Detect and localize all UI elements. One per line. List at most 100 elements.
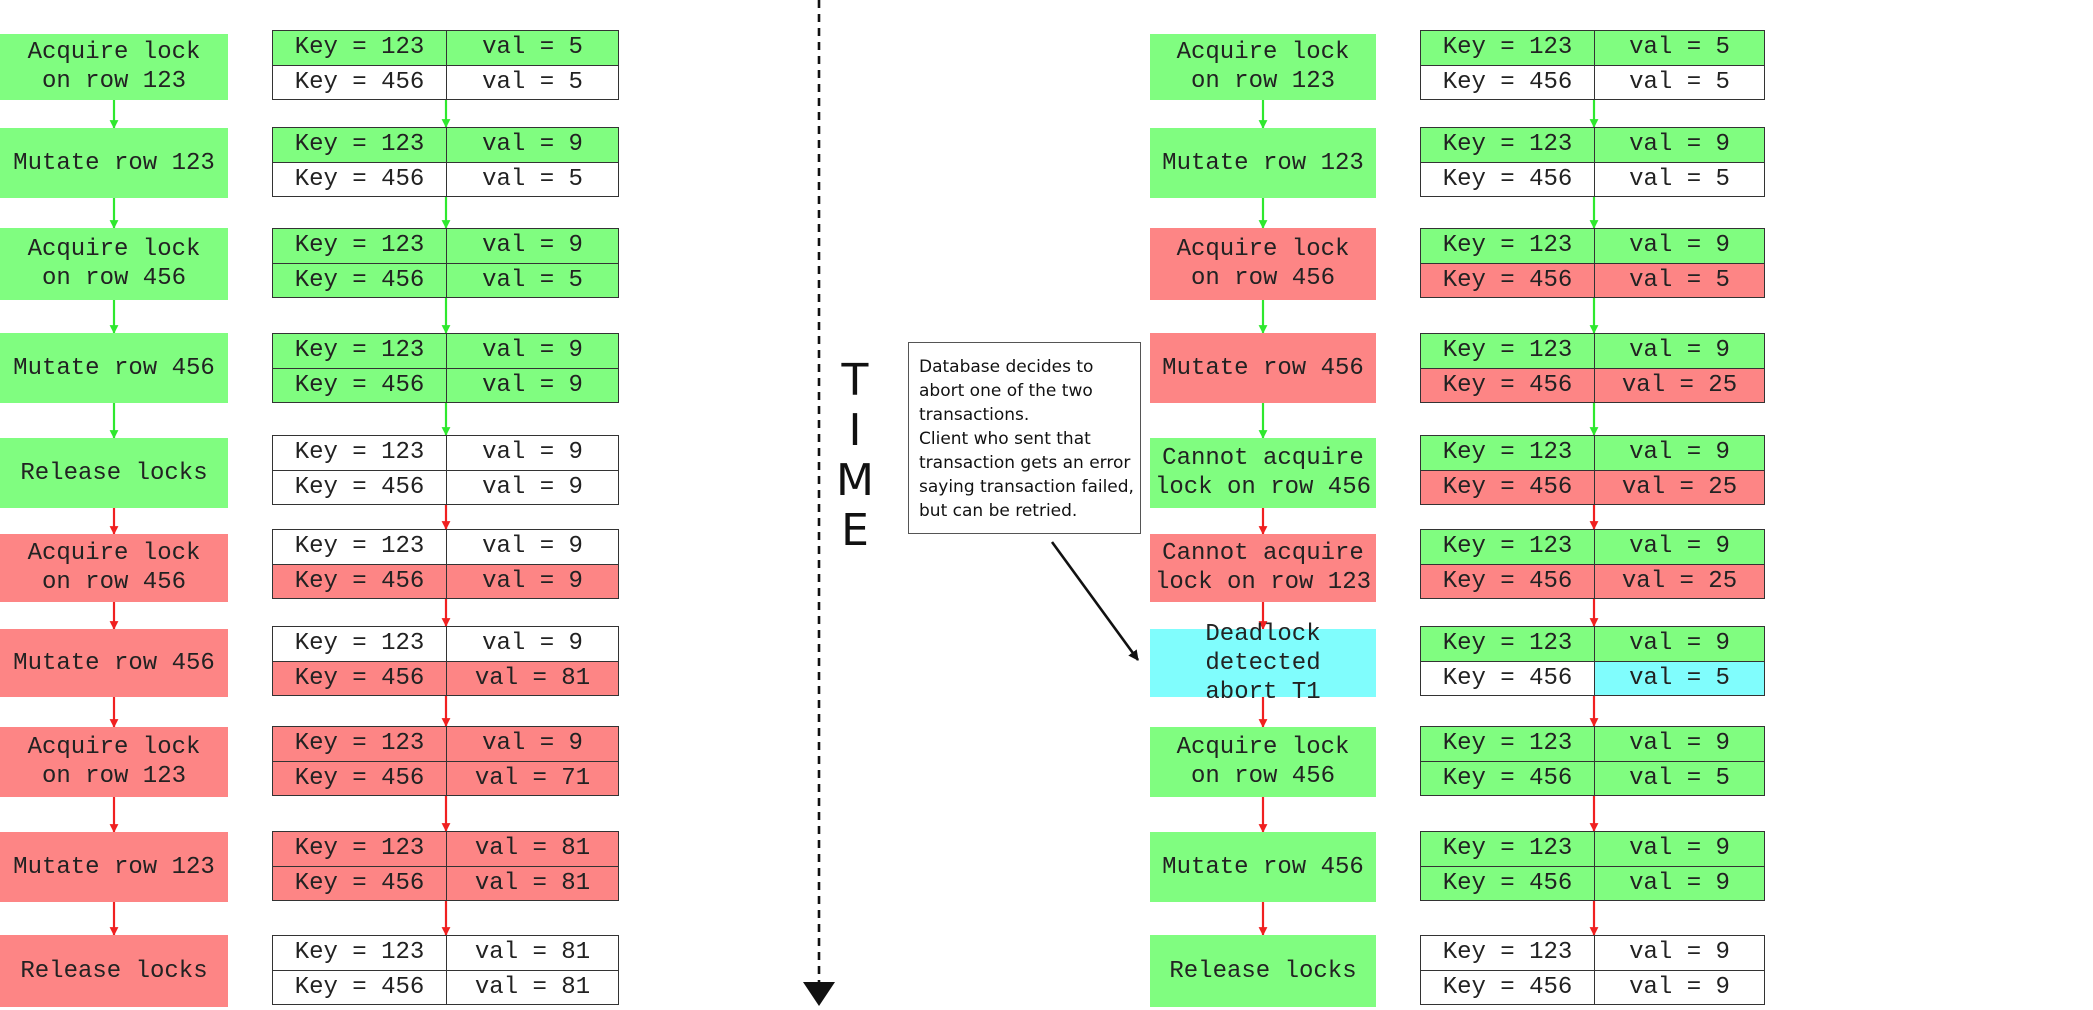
note-line: abort one of the two — [919, 381, 1093, 401]
right-step-box: Cannot acquire lock on row 123 — [1150, 534, 1376, 602]
left-step-box: Mutate row 456 — [0, 629, 228, 697]
key-cell: Key = 123 — [1421, 229, 1595, 263]
key-cell: Key = 456 — [1421, 761, 1595, 795]
right-step-box: Release locks — [1150, 935, 1376, 1007]
right-step-box: Acquire lock on row 456 — [1150, 727, 1376, 797]
key-cell: Key = 456 — [273, 368, 447, 402]
key-cell: Key = 123 — [273, 436, 447, 470]
value-cell: val = 5 — [1595, 661, 1764, 695]
key-cell: Key = 456 — [1421, 470, 1595, 504]
value-cell: val = 9 — [447, 530, 618, 564]
value-cell: val = 9 — [1595, 627, 1764, 661]
key-cell: Key = 456 — [273, 263, 447, 297]
value-cell: val = 81 — [447, 832, 618, 866]
key-cell: Key = 456 — [1421, 661, 1595, 695]
value-cell: val = 5 — [447, 263, 618, 297]
key-cell: Key = 456 — [273, 470, 447, 504]
value-cell: val = 9 — [1595, 832, 1764, 866]
value-cell: val = 81 — [447, 936, 618, 970]
value-cell: val = 5 — [447, 31, 618, 65]
value-cell: val = 9 — [447, 229, 618, 263]
value-cell: val = 25 — [1595, 368, 1764, 402]
right-step-box: Mutate row 456 — [1150, 832, 1376, 902]
note-line: transaction gets an error — [919, 453, 1131, 473]
key-cell: Key = 123 — [273, 832, 447, 866]
value-cell: val = 81 — [447, 661, 618, 695]
right-step-box: Mutate row 456 — [1150, 333, 1376, 403]
value-cell: val = 5 — [1595, 761, 1764, 795]
value-cell: val = 9 — [1595, 334, 1764, 368]
value-cell: val = 81 — [447, 970, 618, 1004]
time-letter-m: M — [836, 455, 874, 506]
value-cell: val = 9 — [447, 627, 618, 661]
left-step-box: Release locks — [0, 935, 228, 1007]
value-cell: val = 9 — [1595, 866, 1764, 900]
key-cell: Key = 456 — [273, 866, 447, 900]
value-cell: val = 25 — [1595, 470, 1764, 504]
value-cell: val = 5 — [447, 162, 618, 196]
key-cell: Key = 456 — [273, 970, 447, 1004]
value-cell: val = 9 — [1595, 530, 1764, 564]
value-cell: val = 9 — [1595, 128, 1764, 162]
value-cell: val = 25 — [1595, 564, 1764, 598]
time-letter-e: E — [841, 505, 869, 556]
key-cell: Key = 123 — [1421, 936, 1595, 970]
key-cell: Key = 456 — [1421, 65, 1595, 99]
right-step-box: Acquire lock on row 123 — [1150, 34, 1376, 100]
time-axis-arrowhead — [803, 982, 835, 1006]
left-step-box: Release locks — [0, 438, 228, 508]
value-cell: val = 5 — [1595, 65, 1764, 99]
value-cell: val = 9 — [447, 727, 618, 761]
left-step-box: Mutate row 123 — [0, 128, 228, 198]
note-line: but can be retried. — [919, 501, 1078, 521]
value-cell: val = 9 — [447, 564, 618, 598]
time-letter-i: I — [848, 405, 862, 456]
key-cell: Key = 123 — [1421, 436, 1595, 470]
value-cell: val = 9 — [1595, 936, 1764, 970]
value-cell: val = 9 — [447, 436, 618, 470]
key-cell: Key = 123 — [1421, 334, 1595, 368]
callout-arrow — [1050, 541, 1140, 661]
key-cell: Key = 123 — [273, 128, 447, 162]
key-cell: Key = 123 — [273, 334, 447, 368]
